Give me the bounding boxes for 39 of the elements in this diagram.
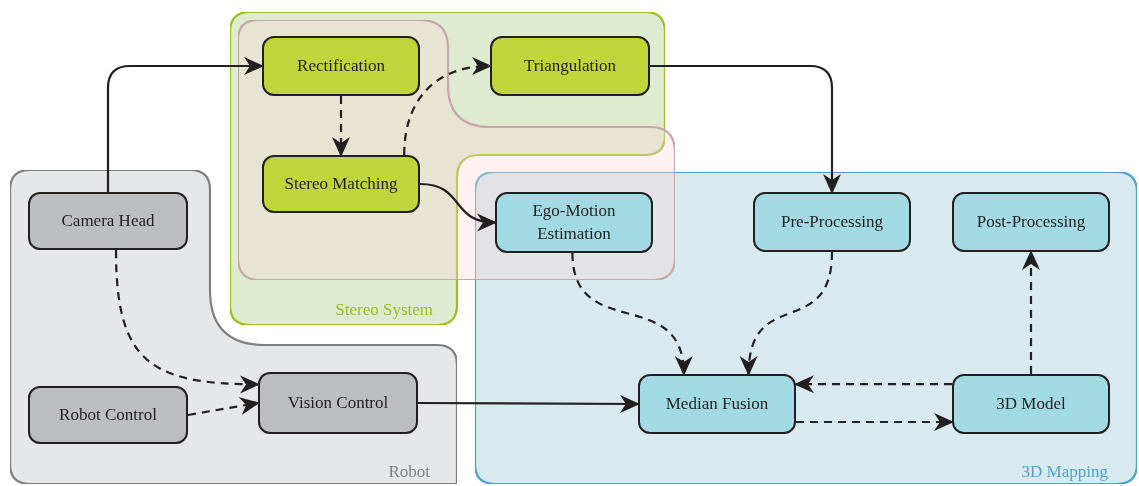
process-box <box>495 192 653 253</box>
process-box <box>952 374 1110 434</box>
arrow <box>796 413 954 431</box>
box-label: Ego-Motion Estimation <box>531 200 617 245</box>
arrow <box>403 57 492 156</box>
arrow <box>332 96 350 157</box>
arrow <box>571 252 691 376</box>
box-label: Stereo Matching <box>284 172 398 195</box>
process-box <box>490 36 650 96</box>
arrow <box>418 394 640 413</box>
box-label: Vision Control <box>287 391 389 414</box>
box-label: Camera Head <box>61 209 155 232</box>
arrow <box>114 249 260 393</box>
process-box <box>262 155 420 213</box>
process-box <box>638 374 796 434</box>
arrow <box>106 57 264 192</box>
process-box <box>262 36 420 96</box>
process-box <box>753 192 911 252</box>
group-region <box>475 172 1137 484</box>
arrow <box>650 64 841 194</box>
process-box <box>28 192 188 250</box>
box-label: Post-Processing <box>976 210 1086 233</box>
box-label: Median Fusion <box>665 392 769 415</box>
box-label: 3D Model <box>996 392 1066 415</box>
process-box <box>258 372 418 434</box>
process-box <box>952 192 1110 252</box>
process-box <box>28 386 188 444</box>
box-label: Triangulation <box>524 54 616 77</box>
group-label: Robot <box>388 463 430 480</box>
group-label: 3D Mapping <box>1021 463 1108 480</box>
box-label: Rectification <box>297 54 385 77</box>
arrow <box>419 182 497 231</box>
arrow <box>741 251 834 376</box>
group-label: Stereo System <box>335 301 433 318</box>
box-label: Robot Control <box>59 403 157 426</box>
arrow <box>187 397 260 417</box>
arrow <box>1022 250 1040 374</box>
box-label: Pre-Processing <box>781 210 883 233</box>
arrow <box>794 375 952 394</box>
